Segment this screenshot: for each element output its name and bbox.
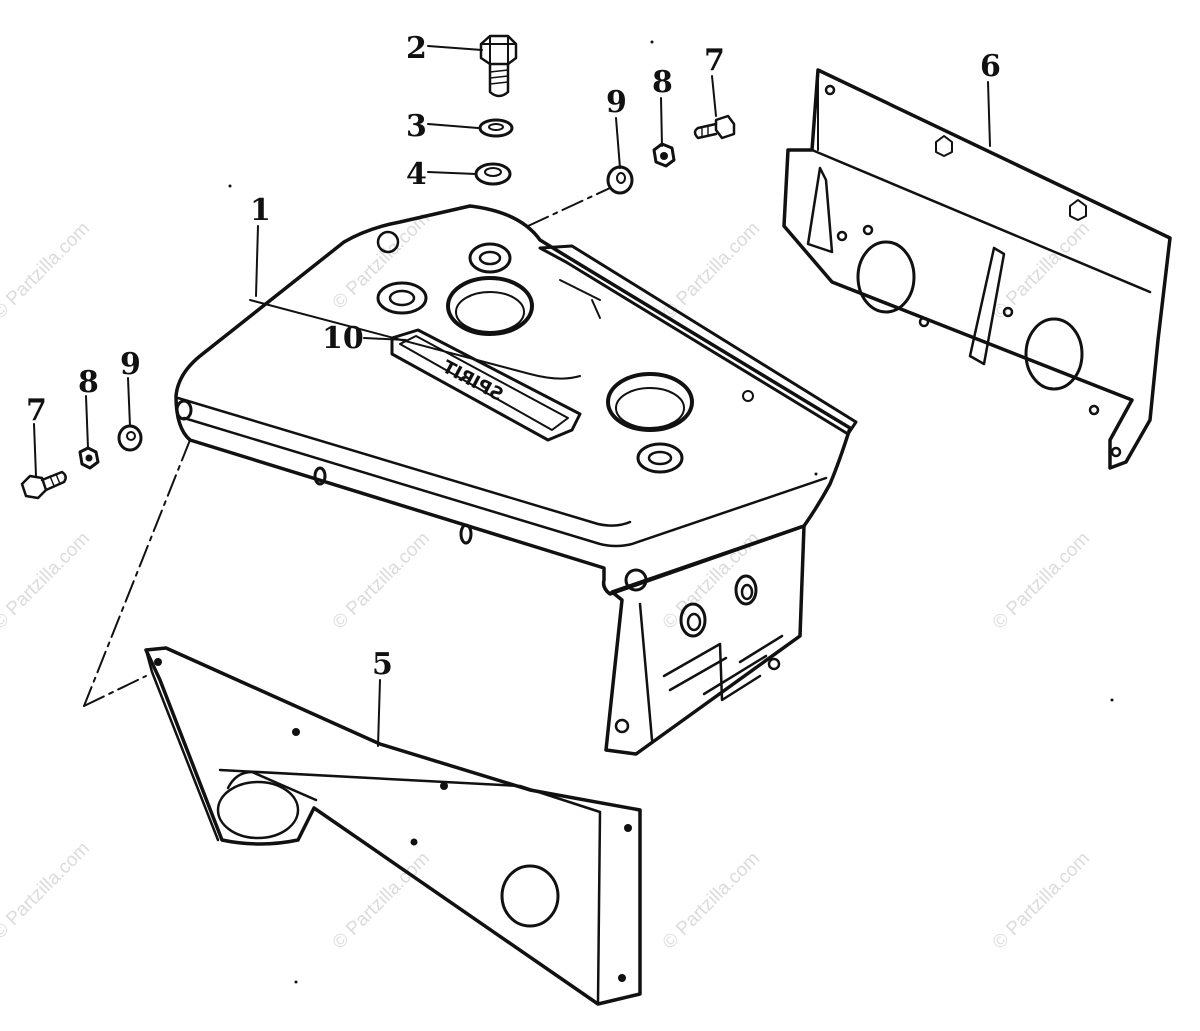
washer-part-9-lower xyxy=(117,424,143,452)
callout-2: 2 xyxy=(406,31,427,66)
leader-8-upper xyxy=(660,97,663,147)
callout-1: 1 xyxy=(250,193,271,228)
watermark: © Partzilla.com xyxy=(989,848,1094,953)
watermark: © Partzilla.com xyxy=(659,848,764,953)
leader-9-upper xyxy=(615,117,621,169)
callout-7-upper: 7 xyxy=(704,43,725,78)
watermark: © Partzilla.com xyxy=(0,838,94,943)
watermark: © Partzilla.com xyxy=(0,528,94,633)
lock-washer-part-3 xyxy=(478,118,514,138)
nut-part-8-upper xyxy=(652,142,676,168)
leader-lines xyxy=(33,45,991,747)
callout-4: 4 xyxy=(406,157,427,192)
leader-4 xyxy=(427,171,477,175)
watermark: © Partzilla.com xyxy=(329,528,434,633)
leader-6 xyxy=(987,81,991,147)
watermark: © Partzilla.com xyxy=(329,208,434,313)
leader-7-lower xyxy=(33,423,37,477)
leader-1 xyxy=(255,225,259,297)
watermark: © Partzilla.com xyxy=(989,528,1094,633)
callout-8-lower: 8 xyxy=(78,365,99,400)
leader-5 xyxy=(377,679,381,747)
leader-3 xyxy=(427,123,479,129)
scan-specks xyxy=(228,40,1114,984)
washer-part-9-upper xyxy=(606,165,634,195)
screw-part-7-upper xyxy=(693,114,736,140)
bolt-part-2 xyxy=(479,34,518,98)
rear-panel-part-6 xyxy=(782,68,1172,470)
screw-part-7-lower xyxy=(20,470,67,500)
callout-6: 6 xyxy=(980,49,1001,84)
callout-10: 10 xyxy=(322,321,364,356)
leader-7-upper xyxy=(711,75,717,117)
callout-8-upper: 8 xyxy=(652,65,673,100)
callout-9-lower: 9 xyxy=(120,347,141,382)
flat-washer-part-4 xyxy=(474,162,512,186)
leader-8-lower xyxy=(85,395,89,449)
watermark: © Partzilla.com xyxy=(329,848,434,953)
housing-cover-part-1: SPIRIT xyxy=(174,204,858,756)
callout-7-lower: 7 xyxy=(26,393,47,428)
watermark: © Partzilla.com xyxy=(0,218,94,323)
name-badge-part-10: SPIRIT xyxy=(390,328,582,442)
watermark: © Partzilla.com xyxy=(989,218,1094,323)
callout-5: 5 xyxy=(372,647,393,682)
callout-labels: 2 3 4 9 8 7 6 1 10 7 8 9 5 xyxy=(26,31,1001,682)
watermark: © Partzilla.com xyxy=(659,218,764,323)
callout-9-upper: 9 xyxy=(606,85,627,120)
nut-part-8-lower xyxy=(78,446,100,470)
assembly-line-upper xyxy=(527,187,611,227)
assembly-line-lower-a xyxy=(83,439,191,707)
leader-10 xyxy=(363,337,407,341)
assembly-line-lower-b xyxy=(83,675,147,707)
leader-2 xyxy=(427,45,483,51)
leader-9-lower xyxy=(127,377,131,427)
callout-3: 3 xyxy=(406,109,427,144)
lower-panel-part-5 xyxy=(144,646,642,1006)
